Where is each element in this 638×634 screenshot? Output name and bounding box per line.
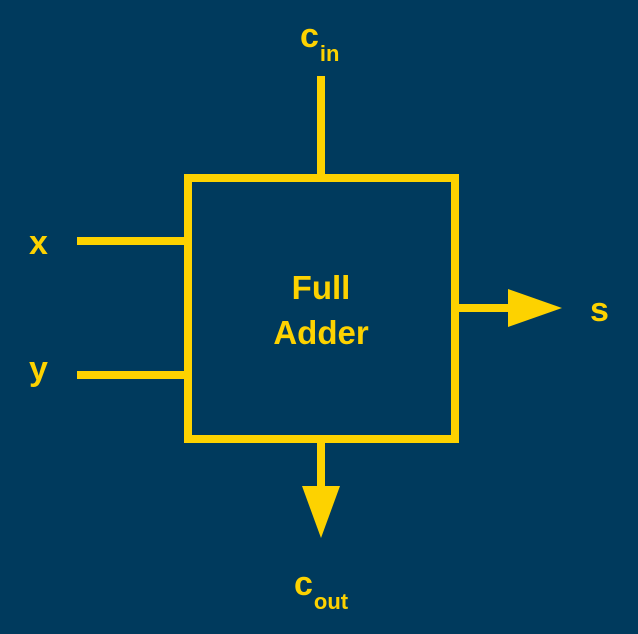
sum-arrow-icon	[508, 289, 562, 327]
carry-out-arrow-icon	[302, 486, 340, 538]
y-input-label: y	[29, 350, 48, 388]
block-label-line1: Full	[292, 269, 351, 306]
carry-out-label: cout	[294, 565, 349, 614]
x-input-label: x	[29, 224, 48, 262]
sum-output-label: s	[590, 291, 609, 329]
block-label-line2: Adder	[273, 314, 369, 351]
carry-out-base: c	[294, 565, 313, 603]
carry-out-subscript: out	[314, 589, 349, 614]
carry-in-base: c	[300, 17, 319, 55]
carry-in-subscript: in	[320, 41, 340, 66]
carry-in-label: cin	[300, 17, 339, 66]
